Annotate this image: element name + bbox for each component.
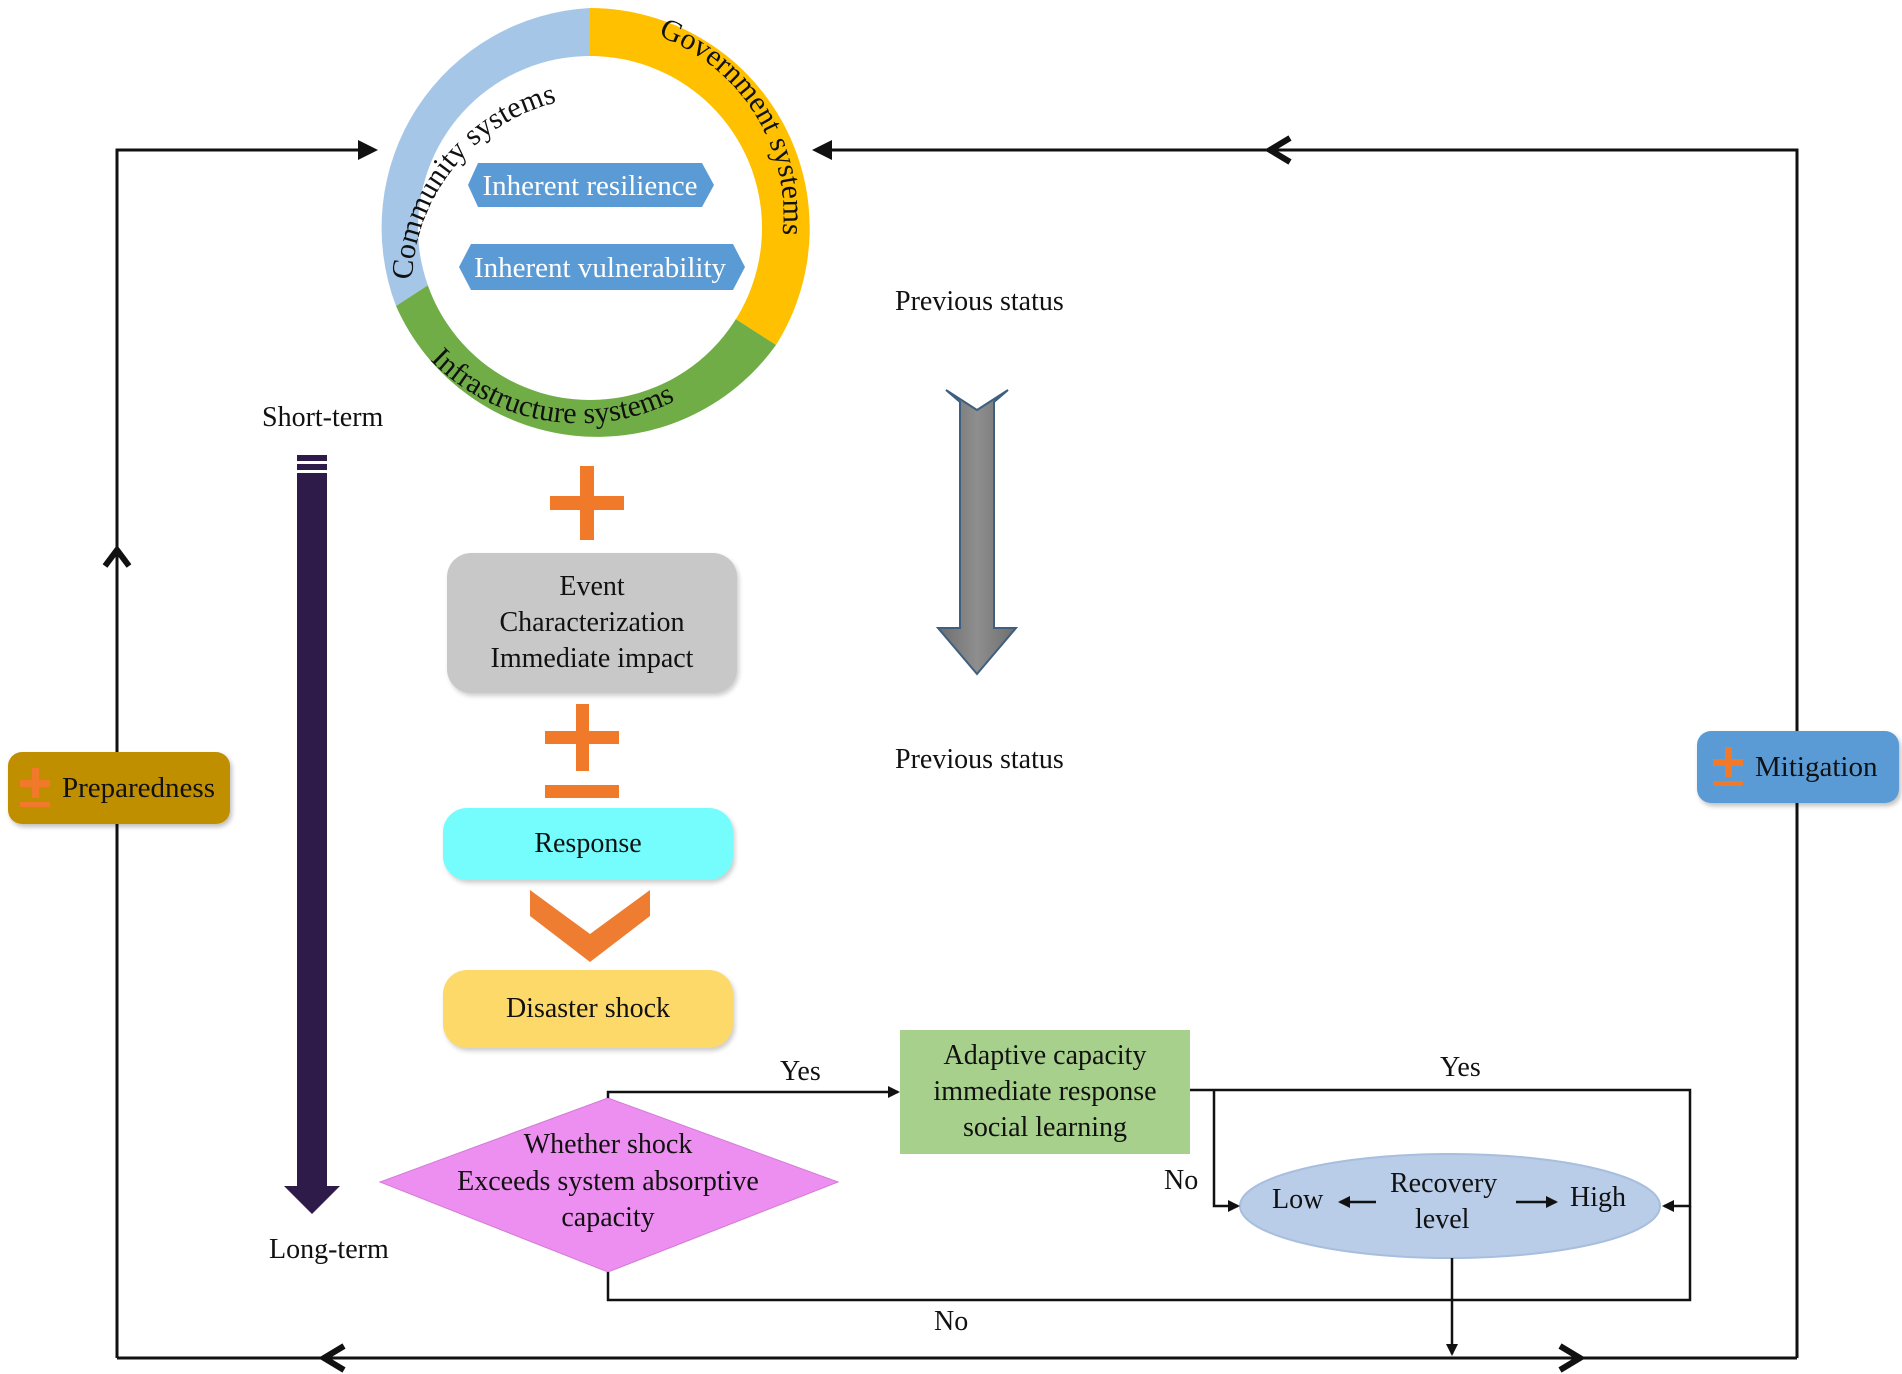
decision-line-2: Exceeds system absorptive	[457, 1165, 759, 1197]
recovery-title: Recovery	[1390, 1168, 1498, 1199]
event-line-3: Immediate impact	[490, 642, 694, 674]
arrow-into-ring-right	[812, 140, 832, 160]
timeline-start-label: Short-term	[262, 402, 384, 433]
yes-connector-adaptive	[1188, 1088, 1692, 1212]
response-box: Response	[443, 808, 733, 880]
adaptive-line-3: social learning	[962, 1111, 1128, 1143]
tag-inherent-resilience-label: Inherent resilience	[483, 170, 698, 202]
recovery-title-2: level	[1415, 1204, 1470, 1235]
chevron-left-icon-bottom	[318, 1343, 346, 1373]
no-connector-decision	[606, 1206, 1692, 1302]
event-box: Event Characterization Immediate impact	[447, 553, 737, 693]
decision-text: Whether shock Exceeds system absorptive …	[420, 1126, 796, 1238]
arrow-into-ring-left	[358, 140, 378, 160]
tag-inherent-vulnerability-label: Inherent vulnerability	[474, 252, 727, 284]
preparedness-loop-line	[115, 148, 375, 1358]
timeline-arrow	[284, 455, 340, 1214]
decision-line-3: capacity	[561, 1202, 655, 1234]
ring-segment-infrastructure	[396, 280, 776, 437]
label-no-adaptive: No	[1164, 1165, 1199, 1196]
no-connector-adaptive	[1212, 1090, 1240, 1212]
yes-connector-decision	[606, 1086, 900, 1098]
event-line-2: Characterization	[499, 607, 685, 639]
plus-minus-icon-mitigation	[1711, 745, 1745, 789]
plus-icon	[550, 466, 624, 540]
label-yes-adaptive: Yes	[1440, 1052, 1481, 1083]
recovery-high: High	[1570, 1182, 1626, 1213]
adaptive-line-1: Adaptive capacity	[943, 1040, 1147, 1072]
previous-status-top: Previous status	[895, 286, 1064, 317]
ring-segment-community	[381, 8, 590, 306]
outer-loop	[115, 148, 1799, 1360]
adaptive-capacity-box: Adaptive capacity immediate response soc…	[900, 1030, 1190, 1154]
recovery-low: Low	[1272, 1184, 1324, 1215]
label-no-decision: No	[934, 1306, 969, 1337]
tag-inherent-vulnerability	[459, 244, 745, 290]
chevron-down-icon	[530, 890, 650, 962]
mitigation-label: Mitigation	[1755, 750, 1878, 783]
preparedness-box: Preparedness	[8, 752, 230, 824]
plus-minus-icon-preparedness	[18, 766, 52, 810]
plus-minus-icon	[545, 704, 619, 798]
preparedness-label: Preparedness	[62, 771, 216, 804]
adaptive-line-2: immediate response	[933, 1076, 1157, 1108]
ring-segment-government	[590, 8, 810, 345]
decision-line-1: Whether shock	[523, 1129, 693, 1161]
mitigation-box: Mitigation	[1697, 731, 1899, 803]
timeline-end-label: Long-term	[269, 1234, 389, 1265]
chevron-right-icon-bottom	[1558, 1343, 1586, 1373]
previous-status-bottom: Previous status	[895, 744, 1064, 775]
tag-inherent-resilience	[468, 163, 714, 207]
event-line-1: Event	[559, 571, 625, 603]
recovery-ellipse	[1239, 1153, 1661, 1259]
systems-ring	[381, 8, 810, 437]
mitigation-loop-line	[820, 148, 1799, 1358]
label-yes-decision: Yes	[780, 1056, 821, 1087]
previous-status-arrow	[935, 389, 1019, 676]
chevron-left-icon	[1264, 135, 1292, 165]
chevron-up-icon	[102, 545, 132, 568]
disaster-shock-box: Disaster shock	[443, 970, 733, 1048]
